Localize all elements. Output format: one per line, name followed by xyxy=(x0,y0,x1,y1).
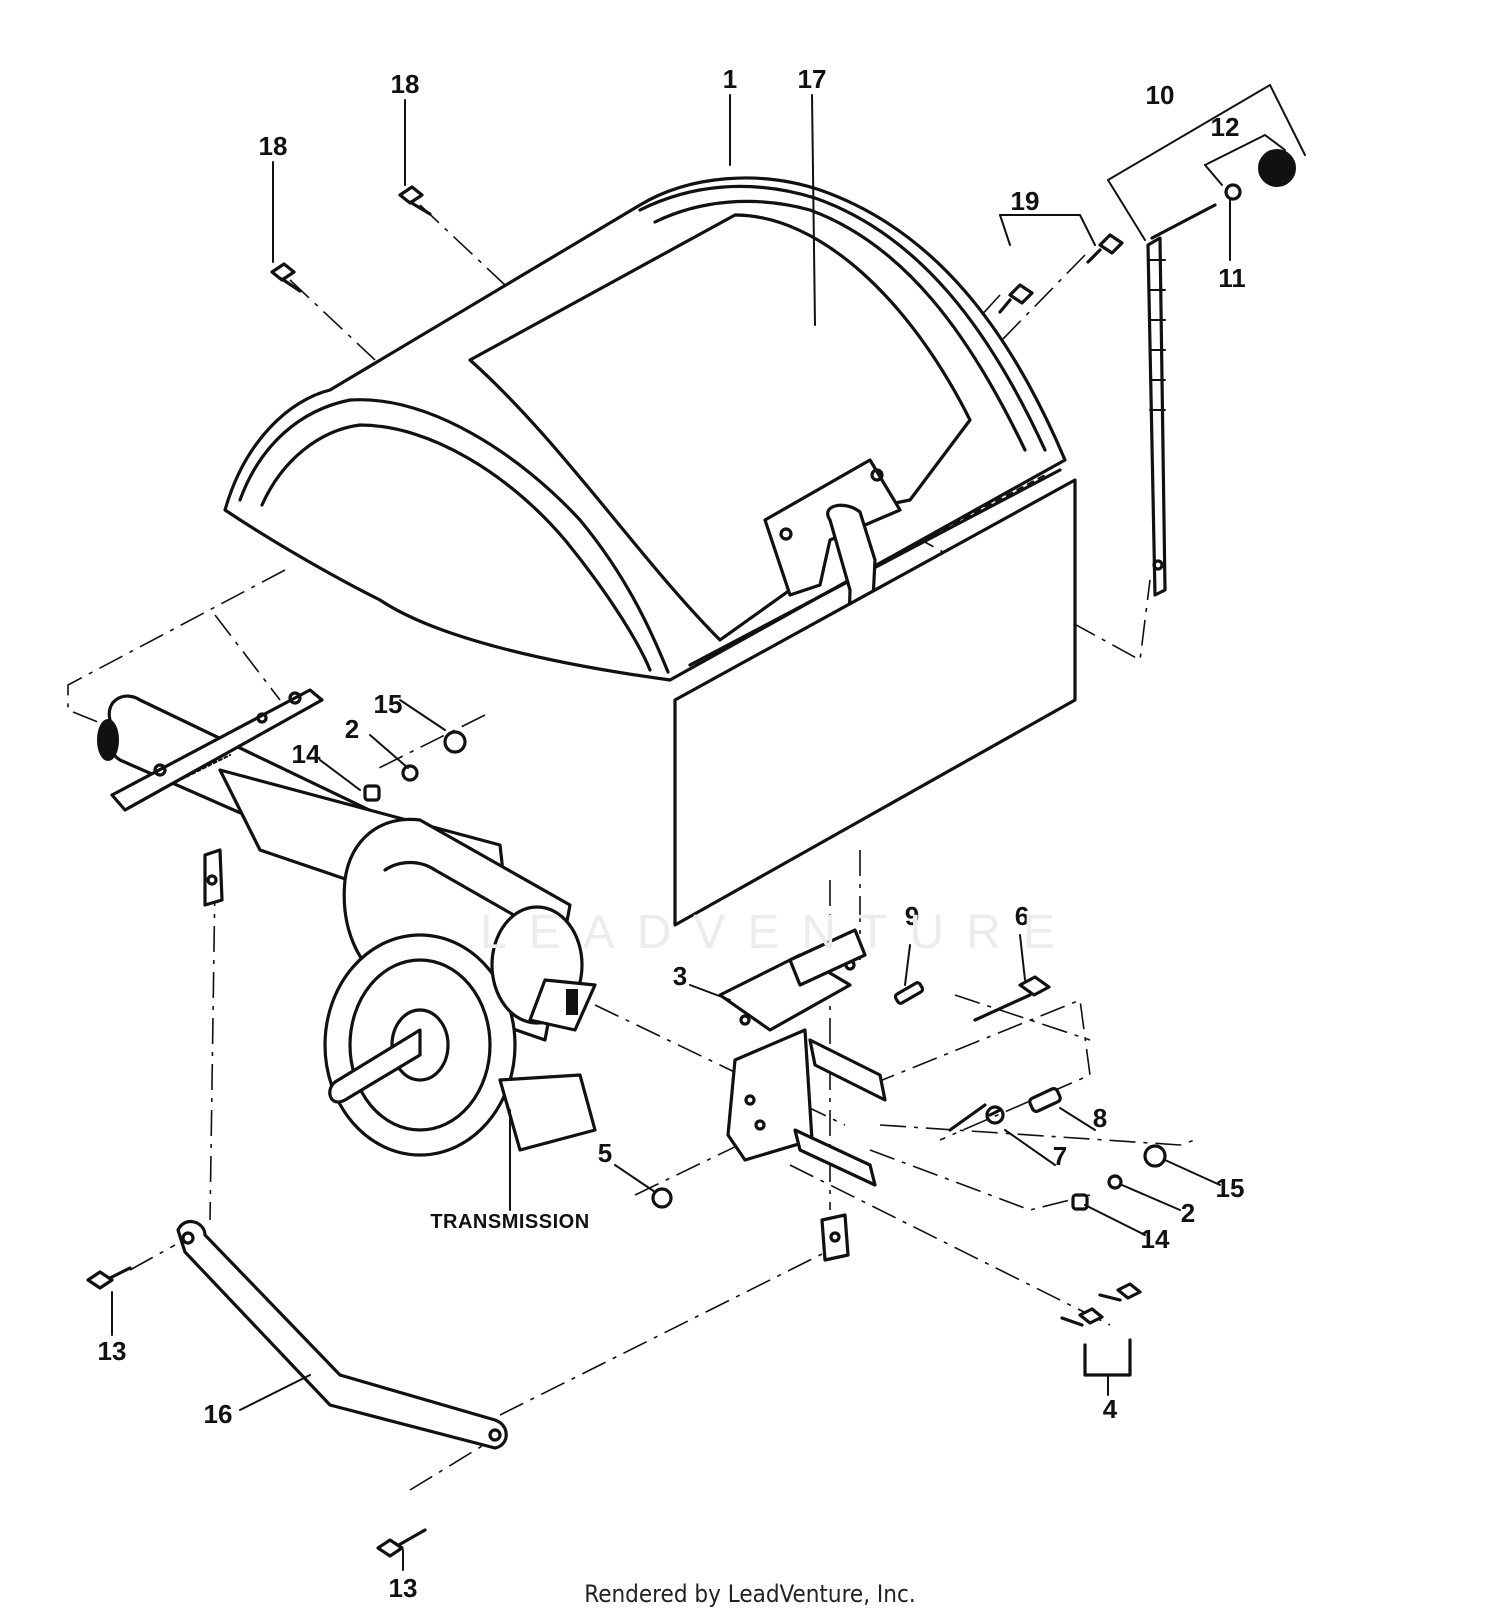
watermark-text: LEADVENTURE xyxy=(480,906,1077,959)
callout-9: 9 xyxy=(905,901,919,931)
footer-credit: Rendered by LeadVenture, Inc. xyxy=(584,1580,916,1608)
callout-17: 17 xyxy=(798,64,827,94)
callout-1: 1 xyxy=(723,64,737,94)
tine-hood xyxy=(223,176,1067,682)
callout-2-left: 2 xyxy=(345,714,359,744)
callout-18-lower: 18 xyxy=(259,131,288,161)
callout-6: 6 xyxy=(1015,901,1029,931)
hinge-bracket xyxy=(651,928,1167,1377)
callout-2-right: 2 xyxy=(1181,1198,1195,1228)
callout-14-right: 14 xyxy=(1141,1224,1170,1254)
depth-bar xyxy=(1146,149,1296,597)
brace-bar xyxy=(86,1219,508,1558)
callout-8: 8 xyxy=(1093,1103,1107,1133)
leader-lines xyxy=(67,204,1196,1491)
callout-16: 16 xyxy=(204,1399,233,1429)
callout-numbers: 1 17 18 18 19 10 12 11 15 2 14 9 6 3 8 7… xyxy=(98,64,1246,1603)
hood-bolts xyxy=(270,185,1124,314)
callout-13-left: 13 xyxy=(98,1336,127,1366)
callout-12: 12 xyxy=(1211,112,1240,142)
callout-18-upper: 18 xyxy=(391,69,420,99)
callout-14-left: 14 xyxy=(292,739,321,769)
callout-4: 4 xyxy=(1103,1394,1118,1424)
transmission xyxy=(218,768,597,1157)
rear-flap xyxy=(673,478,1077,927)
callout-15-right: 15 xyxy=(1216,1173,1245,1203)
callout-7: 7 xyxy=(1053,1141,1067,1171)
transmission-label: TRANSMISSION xyxy=(430,1211,589,1233)
callout-19: 19 xyxy=(1011,186,1040,216)
callout-5: 5 xyxy=(598,1138,612,1168)
callout-3: 3 xyxy=(673,961,687,991)
callout-10: 10 xyxy=(1146,80,1175,110)
callout-11: 11 xyxy=(1218,263,1246,293)
callout-leaders xyxy=(111,83,1306,1571)
callout-15-left: 15 xyxy=(374,689,403,719)
callout-13-bottom: 13 xyxy=(389,1573,418,1603)
